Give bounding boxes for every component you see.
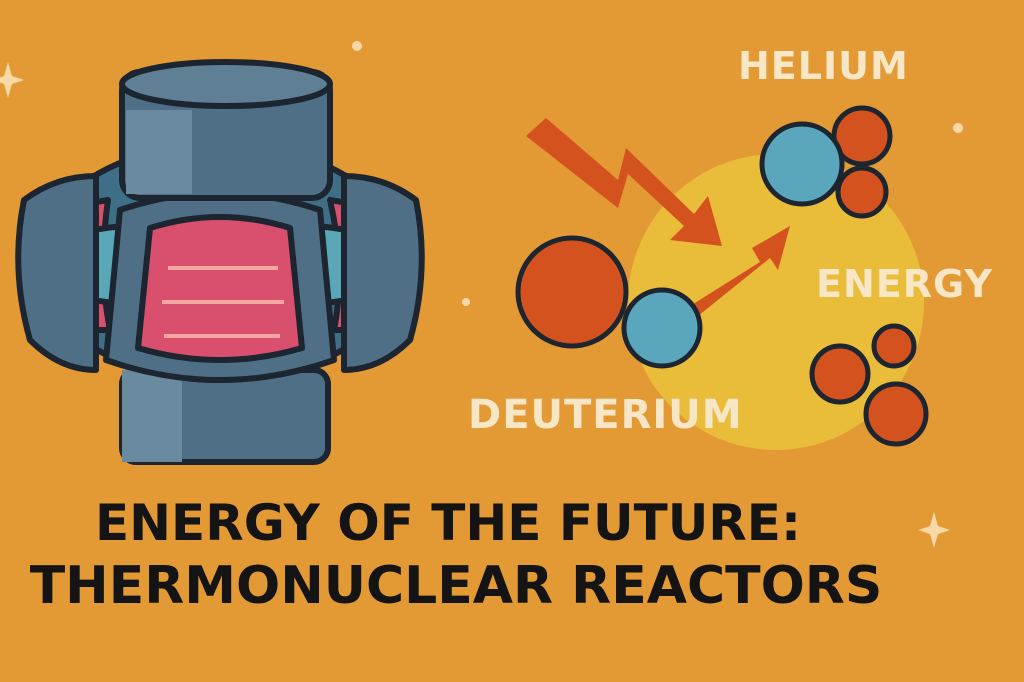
deuterium-label: DEUTERIUM <box>468 392 743 438</box>
title-line-2: THERMONUCLEAR REACTORS <box>29 556 883 616</box>
sparkle-icon <box>0 41 963 548</box>
helium-nucleus <box>759 105 893 219</box>
energy-label: ENERGY <box>816 262 993 306</box>
helium-label: HELIUM <box>738 44 909 88</box>
fusion-reactor-icon <box>15 59 425 465</box>
arrow-icon <box>526 118 790 316</box>
title-line-1: ENERGY OF THE FUTURE: <box>95 494 801 552</box>
deuterium-particles <box>515 235 703 369</box>
energy-particles <box>809 323 929 447</box>
